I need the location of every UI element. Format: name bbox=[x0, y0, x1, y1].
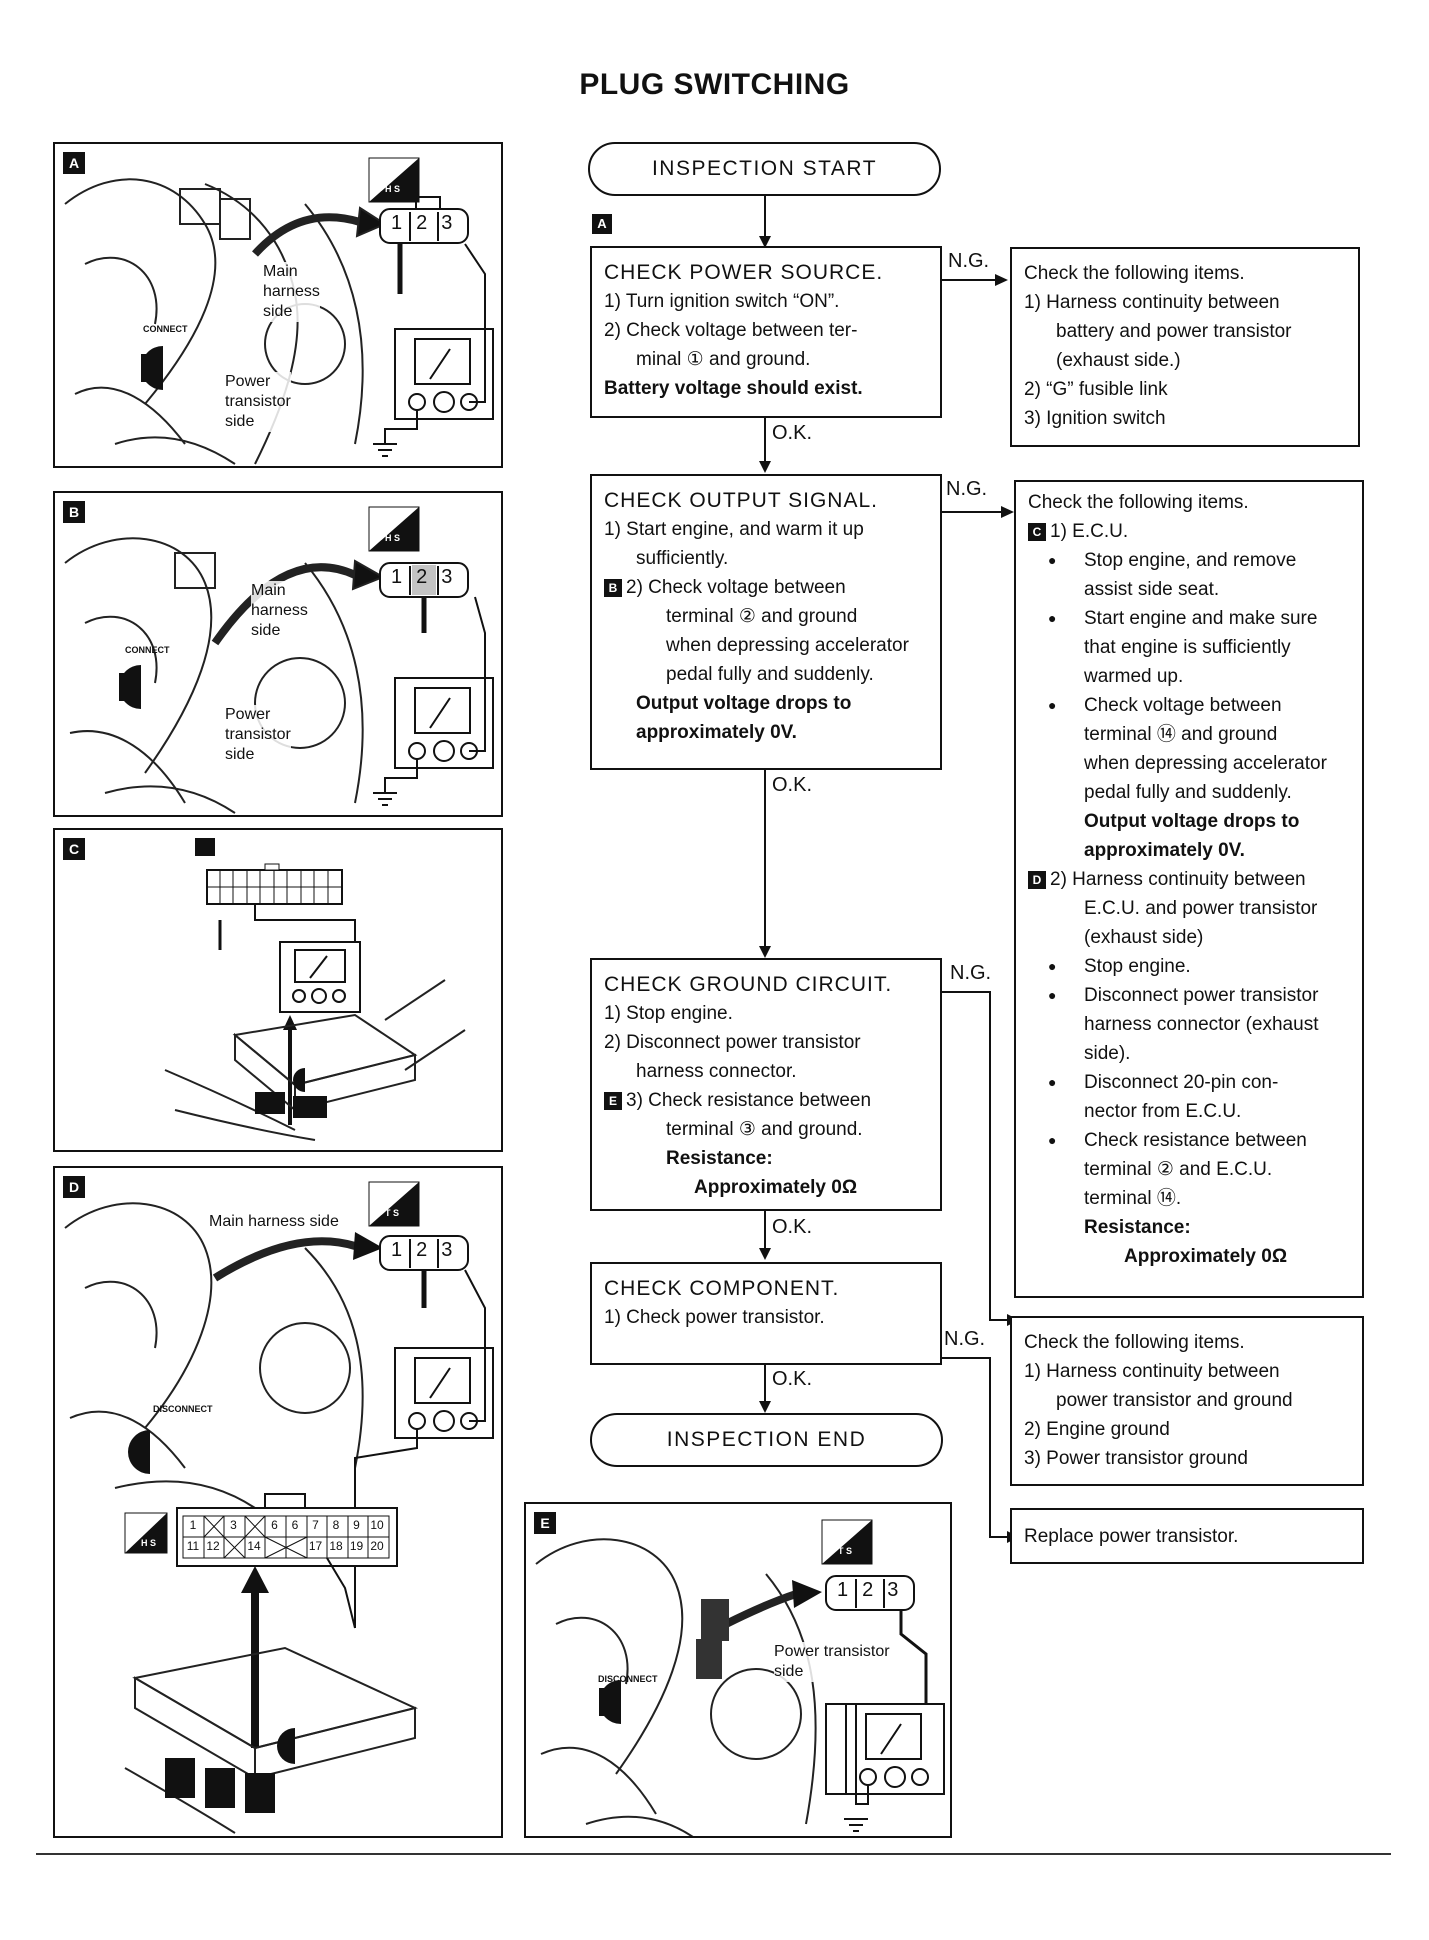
disconnect-label-d: DISCONNECT bbox=[153, 1404, 213, 1414]
step1-tag: A bbox=[592, 214, 612, 234]
ok-label-1: O.K. bbox=[772, 422, 813, 445]
ng4-replace: Replace power transistor. bbox=[1010, 1508, 1364, 1564]
footer-rule bbox=[36, 1853, 1391, 1855]
ng1-check-items: Check the following items. 1) Harness co… bbox=[1010, 247, 1360, 447]
badge-hs-d: H S bbox=[141, 1538, 157, 1548]
badge-ts-e: T S bbox=[838, 1546, 853, 1556]
badge-ts-d: T S bbox=[385, 1208, 400, 1218]
ok-label-4: O.K. bbox=[772, 1368, 813, 1391]
illustration-panel-c: C bbox=[53, 828, 503, 1152]
engine-sketch-e bbox=[535, 1519, 945, 1836]
panel-tag-c: C bbox=[63, 838, 85, 860]
step-check-component: CHECK COMPONENT. 1) Check power transist… bbox=[590, 1262, 942, 1365]
ng-label-3: N.G. bbox=[950, 962, 992, 985]
engine-sketch-b bbox=[64, 506, 494, 814]
step2-tag: B bbox=[604, 578, 622, 597]
ok-label-3: O.K. bbox=[772, 1216, 813, 1239]
step-check-power-source: CHECK POWER SOURCE. 1) Turn ignition swi… bbox=[590, 246, 942, 418]
ng2-tag-d: D bbox=[1028, 870, 1046, 889]
ok-label-2: O.K. bbox=[772, 774, 813, 797]
ng-label-1: N.G. bbox=[948, 250, 990, 273]
panel-tag-a: A bbox=[63, 152, 85, 174]
ng3-check-items: Check the following items. 1) Harness co… bbox=[1010, 1316, 1364, 1486]
ng2-tag-c: C bbox=[1028, 522, 1046, 541]
connector-pins-e: 123 bbox=[837, 1579, 913, 1601]
inspection-end: INSPECTION END bbox=[590, 1413, 943, 1467]
connector-pins-a: 123 bbox=[391, 212, 467, 234]
panel-tag-e: E bbox=[534, 1512, 556, 1534]
step3-tag: E bbox=[604, 1091, 622, 1110]
panel-tag-b: B bbox=[63, 501, 85, 523]
step-check-output-signal: CHECK OUTPUT SIGNAL. 1) Start engine, an… bbox=[590, 474, 942, 770]
inspection-start: INSPECTION START bbox=[588, 142, 941, 196]
badge-hs-b: H S bbox=[385, 533, 401, 543]
illustration-panel-d: D T S H S 123 Main harness side DISCONNE… bbox=[53, 1166, 503, 1838]
connect-label-a: CONNECT bbox=[143, 324, 188, 334]
panel-tag-d: D bbox=[63, 1176, 85, 1198]
ng2-check-items: Check the following items. C1) E.C.U. St… bbox=[1014, 480, 1364, 1298]
ecu-sketch-c bbox=[164, 838, 466, 1141]
connector-pins-d: 123 bbox=[391, 1239, 467, 1261]
ng-label-2: N.G. bbox=[946, 478, 988, 501]
ng-label-4: N.G. bbox=[944, 1328, 986, 1351]
step-check-ground-circuit: CHECK GROUND CIRCUIT. 1) Stop engine. 2)… bbox=[590, 958, 942, 1211]
label-main-harness-d: Main harness side bbox=[209, 1212, 339, 1232]
connector-pins-b: 123 bbox=[391, 566, 467, 588]
page-title: PLUG SWITCHING bbox=[579, 68, 850, 101]
engine-ecu-sketch-d bbox=[64, 1181, 494, 1834]
badge-hs-a: H S bbox=[385, 184, 401, 194]
disconnect-label-e: DISCONNECT bbox=[598, 1674, 658, 1684]
connect-label-b: CONNECT bbox=[125, 645, 170, 655]
